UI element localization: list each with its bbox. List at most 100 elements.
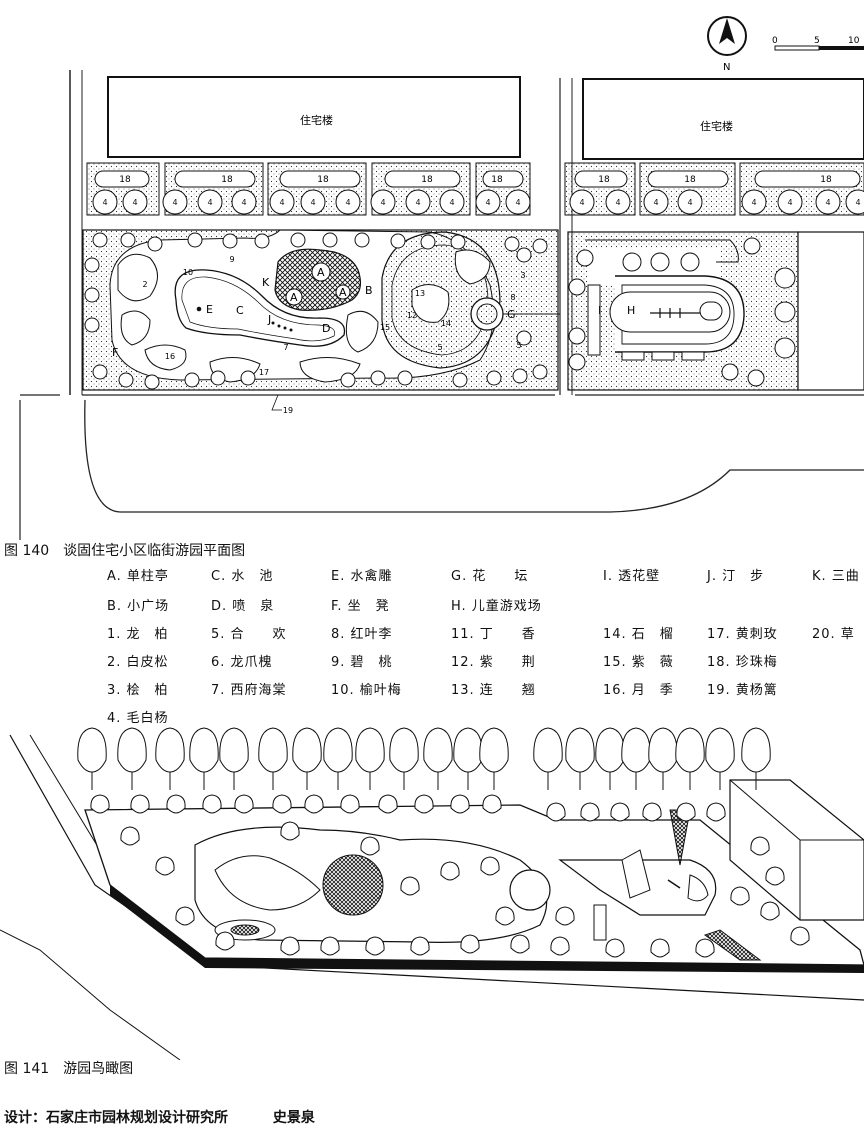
tree-symbol bbox=[439, 189, 465, 215]
tree-symbol bbox=[92, 189, 118, 215]
tree-symbol bbox=[621, 727, 651, 773]
compass-label: N bbox=[723, 62, 730, 73]
tree-label: 4 bbox=[132, 198, 137, 207]
tree-symbol bbox=[320, 936, 340, 956]
tree-label: 4 bbox=[449, 198, 454, 207]
tree-symbol bbox=[323, 727, 353, 773]
legend-item: J. 汀 步 bbox=[707, 569, 765, 584]
tree-symbol bbox=[304, 794, 324, 814]
tree-symbol bbox=[705, 727, 735, 773]
zone-h: H bbox=[627, 304, 635, 317]
tree-label: 4 bbox=[653, 198, 658, 207]
zone-k: K bbox=[262, 276, 270, 289]
tree-symbol bbox=[504, 236, 520, 252]
tree-symbol bbox=[815, 189, 841, 215]
tree-symbol bbox=[272, 794, 292, 814]
tree-symbol bbox=[197, 189, 223, 215]
tree-symbol bbox=[486, 370, 502, 386]
legend-item: 4. 毛白杨 bbox=[107, 711, 169, 726]
tree-symbol bbox=[512, 368, 528, 384]
tree-symbol bbox=[845, 189, 864, 215]
label-18: 18 bbox=[421, 175, 433, 185]
legend-item: 19. 黄杨篱 bbox=[707, 683, 778, 698]
legend-item: 11. 丁 香 bbox=[451, 627, 536, 642]
tree-symbol bbox=[144, 374, 160, 390]
tree-symbol bbox=[650, 938, 670, 958]
credit-organization: 设计：石家庄市园林规划设计研究所 bbox=[4, 1110, 228, 1126]
zone-a-1: A bbox=[317, 266, 325, 279]
tree-symbol bbox=[77, 727, 107, 773]
tree-symbol bbox=[254, 233, 270, 249]
tree-label: 4 bbox=[485, 198, 490, 207]
tree-symbol bbox=[765, 866, 785, 886]
tree-symbol bbox=[215, 931, 235, 951]
tree-label: 4 bbox=[102, 198, 107, 207]
tree-symbol bbox=[475, 189, 501, 215]
tree-symbol bbox=[777, 189, 803, 215]
tree-symbol bbox=[162, 189, 188, 215]
label-7: 7 bbox=[283, 343, 288, 352]
tree-symbol bbox=[120, 232, 136, 248]
zone-a-3: A bbox=[339, 286, 347, 299]
tree-symbol bbox=[750, 836, 770, 856]
tree-symbol bbox=[605, 189, 631, 215]
zone-j: J bbox=[267, 313, 271, 326]
legend-item: 10. 榆叶梅 bbox=[331, 683, 402, 698]
tree-symbol bbox=[595, 727, 625, 773]
tree-symbol bbox=[420, 234, 436, 250]
legend-item: I. 透花壁 bbox=[603, 569, 661, 584]
tree-symbol bbox=[555, 906, 575, 926]
tree-label: 4 bbox=[310, 198, 315, 207]
legend-item: 15. 紫 薇 bbox=[603, 655, 674, 670]
tree-symbol bbox=[605, 938, 625, 958]
legend-item: H. 儿童游戏场 bbox=[451, 599, 542, 614]
tree-symbol bbox=[480, 856, 500, 876]
design-credit: 设计：石家庄市园林规划设计研究所 史景泉 bbox=[4, 1107, 355, 1127]
tree-label: 4 bbox=[787, 198, 792, 207]
tree-symbol bbox=[189, 727, 219, 773]
tree-symbol bbox=[643, 189, 669, 215]
tree-symbol bbox=[378, 794, 398, 814]
legend-item: K. 三曲 bbox=[812, 569, 860, 584]
legend-item: B. 小广场 bbox=[107, 599, 170, 614]
tree-symbol bbox=[84, 257, 100, 273]
tree-symbol bbox=[495, 906, 515, 926]
label-2: 2 bbox=[142, 280, 147, 289]
tree-symbol bbox=[565, 727, 595, 773]
tree-symbol bbox=[120, 826, 140, 846]
tree-symbol bbox=[675, 727, 705, 773]
tree-symbol bbox=[516, 247, 532, 263]
tree-symbol bbox=[760, 901, 780, 921]
tree-symbol bbox=[741, 189, 767, 215]
tree-symbol bbox=[550, 936, 570, 956]
label-14: 14 bbox=[441, 319, 451, 328]
tree-symbol bbox=[118, 372, 134, 388]
tree-symbol bbox=[90, 794, 110, 814]
tree-symbol bbox=[414, 794, 434, 814]
tree-symbol bbox=[676, 802, 696, 822]
tree-symbol bbox=[280, 936, 300, 956]
tree-symbol bbox=[84, 287, 100, 303]
tree-symbol bbox=[340, 794, 360, 814]
tree-label: 4 bbox=[345, 198, 350, 207]
label-20: 5 bbox=[437, 343, 442, 352]
legend-item: 13. 连 翘 bbox=[451, 683, 536, 698]
legend-item: 3. 桧 柏 bbox=[107, 683, 169, 698]
tree-symbol bbox=[706, 802, 726, 822]
legend-item: E. 水禽雕 bbox=[331, 569, 393, 584]
tree-symbol bbox=[533, 727, 563, 773]
tree-symbol bbox=[240, 370, 256, 386]
tree-symbol bbox=[453, 727, 483, 773]
tree-symbol bbox=[117, 727, 147, 773]
scale-tick-10: 10 bbox=[848, 36, 860, 46]
label-16: 16 bbox=[165, 352, 175, 361]
tree-symbol bbox=[397, 370, 413, 386]
tree-symbol bbox=[532, 238, 548, 254]
tree-symbol bbox=[400, 876, 420, 896]
label-9: 9 bbox=[229, 255, 234, 264]
tree-label: 4 bbox=[172, 198, 177, 207]
legend-item: 1. 龙 柏 bbox=[107, 627, 169, 642]
tree-label: 4 bbox=[855, 198, 860, 207]
zone-c: C bbox=[236, 304, 244, 317]
tree-symbol bbox=[648, 727, 678, 773]
